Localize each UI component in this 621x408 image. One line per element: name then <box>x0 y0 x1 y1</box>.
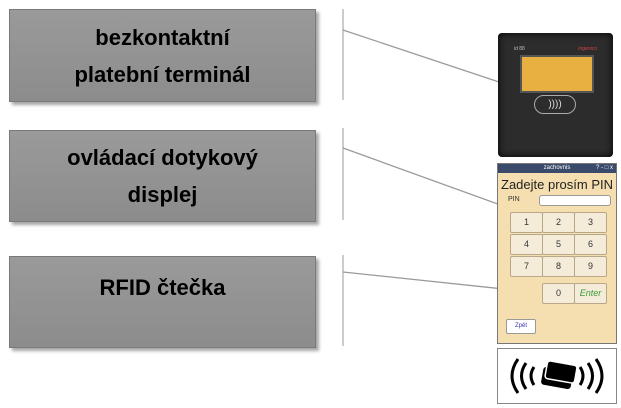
contactless-icon: )))) <box>534 95 576 114</box>
key-0: 0 <box>542 283 575 304</box>
label-terminal-line2: platební terminál <box>74 61 251 87</box>
terminal-screen <box>520 55 594 93</box>
key-9: 9 <box>574 256 607 277</box>
label-display-line2: displej <box>127 182 198 207</box>
label-rfid-reader: RFID čtečka <box>9 256 316 348</box>
window-titlebar: zachovnis ? - □ x <box>498 164 616 173</box>
label-rfid-line1: RFID čtečka <box>99 275 226 300</box>
key-3: 3 <box>574 212 607 233</box>
label-touch-display: ovládací dotykový displej <box>9 130 316 222</box>
label-contactless-terminal: bezkontaktní platební terminál <box>9 9 316 102</box>
pin-input <box>539 195 611 206</box>
window-controls: ? - □ x <box>596 165 613 171</box>
key-4: 4 <box>510 234 543 255</box>
label-display-line1: ovládací dotykový <box>67 145 258 170</box>
key-6: 6 <box>574 234 607 255</box>
key-1: 1 <box>510 212 543 233</box>
touch-display-image: zachovnis ? - □ x Zadejte prosím PIN PIN… <box>497 163 617 344</box>
label-terminal-line1: bezkontaktní <box>95 24 230 50</box>
rfid-reader-image <box>497 348 617 404</box>
contactless-card-icon <box>510 358 604 394</box>
key-2: 2 <box>542 212 575 233</box>
payment-terminal-image: id 88 Ingenico )))) <box>498 33 613 157</box>
key-7: 7 <box>510 256 543 277</box>
terminal-brand-right: Ingenico <box>578 46 597 52</box>
back-button: Zpět <box>506 319 536 334</box>
terminal-brand-left: id 88 <box>514 46 525 52</box>
window-title: zachovnis <box>543 165 571 171</box>
pin-heading: Zadejte prosím PIN <box>501 177 613 192</box>
key-enter: Enter <box>574 283 607 304</box>
pin-label: PIN <box>508 196 520 203</box>
key-5: 5 <box>542 234 575 255</box>
key-8: 8 <box>542 256 575 277</box>
